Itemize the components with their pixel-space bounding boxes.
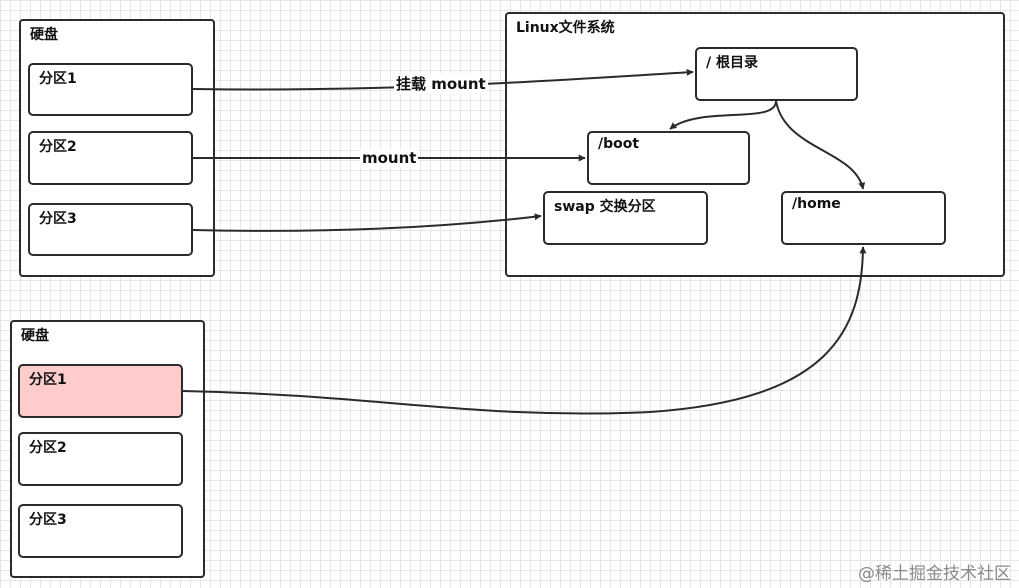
edge-label-mount-boot: mount [360,149,419,167]
swap-label: swap 交换分区 [554,199,656,215]
boot-dir-label: /boot [598,136,640,152]
partition-label: 分区2 [29,440,67,456]
root-dir-node[interactable]: / 根目录 [695,47,858,101]
root-dir-label: / 根目录 [706,55,758,71]
partition-label: 分区1 [39,71,77,87]
disk-2-partition-2[interactable]: 分区2 [18,432,183,486]
home-dir-node[interactable]: /home [781,191,946,245]
disk-1-partition-1[interactable]: 分区1 [28,63,193,116]
partition-label: 分区1 [29,372,67,388]
disk-1-partition-3[interactable]: 分区3 [28,203,193,256]
linux-fs-title: Linux文件系统 [516,20,615,36]
disk-1-partition-2[interactable]: 分区2 [28,131,193,185]
arrow-disk1-p3-to-swap [192,213,542,232]
partition-label: 分区3 [39,211,77,227]
swap-node[interactable]: swap 交换分区 [543,191,708,245]
boot-dir-node[interactable]: /boot [587,131,750,185]
edge-label-mount-root: 挂载 mount [394,73,488,94]
disk-2-partition-1[interactable]: 分区1 [18,364,183,418]
disk-2-partition-3[interactable]: 分区3 [18,504,183,558]
partition-label: 分区3 [29,512,67,528]
watermark: @稀土掘金技术社区 [858,564,1011,584]
partition-label: 分区2 [39,139,77,155]
disk-1-title: 硬盘 [30,27,58,43]
home-dir-label: /home [792,196,841,212]
disk-2-title: 硬盘 [21,328,49,344]
